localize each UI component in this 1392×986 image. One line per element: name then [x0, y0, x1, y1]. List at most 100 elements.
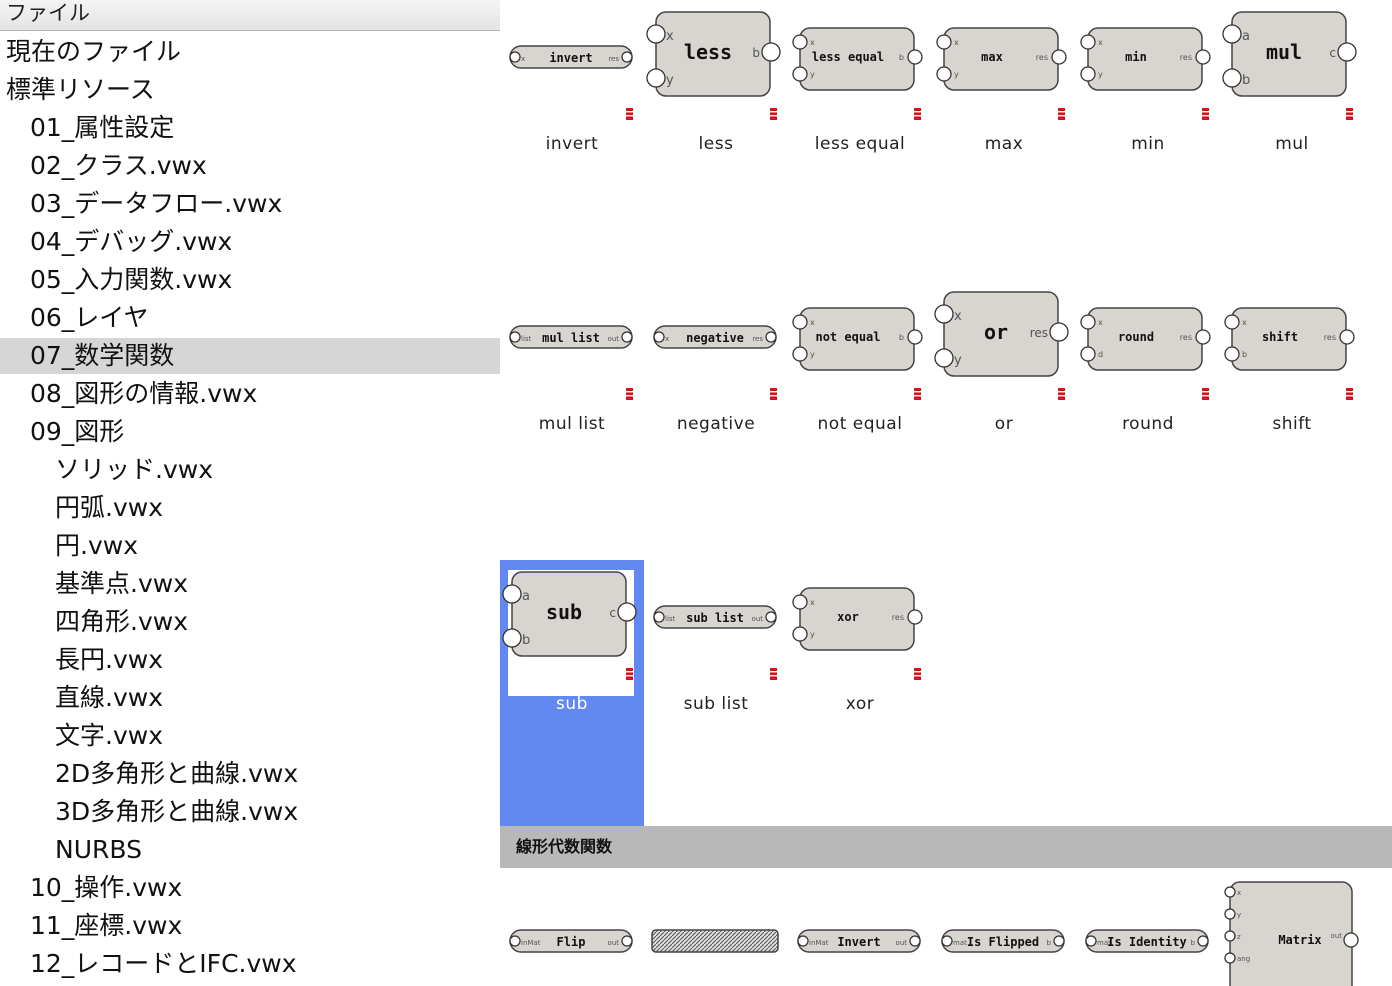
input-port[interactable]: [502, 584, 522, 604]
output-port[interactable]: [1197, 935, 1209, 947]
output-port[interactable]: [1343, 932, 1359, 948]
tree-item[interactable]: 円.vwx: [55, 531, 138, 560]
output-port[interactable]: [1049, 322, 1069, 342]
tree-item[interactable]: 10_操作.vwx: [30, 873, 183, 902]
output-port[interactable]: [621, 935, 633, 947]
tree-header[interactable]: ファイル: [0, 0, 500, 31]
input-port[interactable]: [936, 34, 952, 50]
output-port[interactable]: [621, 51, 633, 63]
output-port[interactable]: [907, 609, 923, 625]
tree-item[interactable]: 長円.vwx: [55, 645, 163, 674]
input-port[interactable]: [653, 611, 665, 623]
input-port[interactable]: [797, 935, 809, 947]
output-port[interactable]: [765, 331, 777, 343]
node-body[interactable]: [1229, 881, 1353, 986]
input-port[interactable]: [792, 314, 808, 330]
input-port[interactable]: [1224, 952, 1236, 964]
input-port[interactable]: [792, 594, 808, 610]
input-port[interactable]: [1080, 66, 1096, 82]
input-port[interactable]: [1224, 886, 1236, 898]
input-port[interactable]: [1080, 314, 1096, 330]
input-port[interactable]: [1224, 930, 1236, 942]
output-port[interactable]: [909, 935, 921, 947]
tree-item[interactable]: 01_属性設定: [30, 113, 175, 142]
output-port[interactable]: [1195, 49, 1211, 65]
input-port[interactable]: [502, 628, 522, 648]
tree-item[interactable]: 12_レコードとIFC.vwx: [30, 949, 297, 978]
input-port[interactable]: [1080, 34, 1096, 50]
tree-item[interactable]: 08_図形の情報.vwx: [30, 379, 258, 408]
tree-item[interactable]: 07_数学関数: [0, 338, 500, 374]
tree-item[interactable]: NURBS: [55, 835, 142, 864]
input-port[interactable]: [646, 68, 666, 88]
tree-item[interactable]: 04_デバッグ.vwx: [30, 227, 233, 256]
input-port[interactable]: [1080, 346, 1096, 362]
tree-item[interactable]: ソリッド.vwx: [55, 455, 213, 484]
input-port[interactable]: [792, 626, 808, 642]
node-body[interactable]: [651, 929, 779, 953]
input-port[interactable]: [941, 935, 953, 947]
input-port[interactable]: [1224, 908, 1236, 920]
output-port[interactable]: [761, 42, 781, 62]
tree-item[interactable]: 円弧.vwx: [55, 493, 163, 522]
input-port[interactable]: [646, 24, 666, 44]
node-graphic[interactable]: [644, 884, 788, 986]
tree-item[interactable]: 基準点.vwx: [55, 569, 188, 598]
output-port[interactable]: [765, 611, 777, 623]
tree-item[interactable]: 05_入力関数.vwx: [30, 265, 233, 294]
input-port[interactable]: [509, 51, 521, 63]
input-port[interactable]: [792, 34, 808, 50]
input-port[interactable]: [934, 304, 954, 324]
input-port[interactable]: [1085, 935, 1097, 947]
input-port[interactable]: [936, 66, 952, 82]
tree-item[interactable]: 02_クラス.vwx: [30, 151, 207, 180]
tree-item[interactable]: 03_データフロー.vwx: [30, 189, 283, 218]
tree-item[interactable]: 四角形.vwx: [55, 607, 188, 636]
input-port[interactable]: [934, 348, 954, 368]
output-port[interactable]: [907, 49, 923, 65]
output-port[interactable]: [1053, 935, 1065, 947]
output-port[interactable]: [621, 331, 633, 343]
tree-item[interactable]: 09_図形: [30, 417, 125, 446]
output-port[interactable]: [1337, 42, 1357, 62]
input-port[interactable]: [1224, 346, 1240, 362]
